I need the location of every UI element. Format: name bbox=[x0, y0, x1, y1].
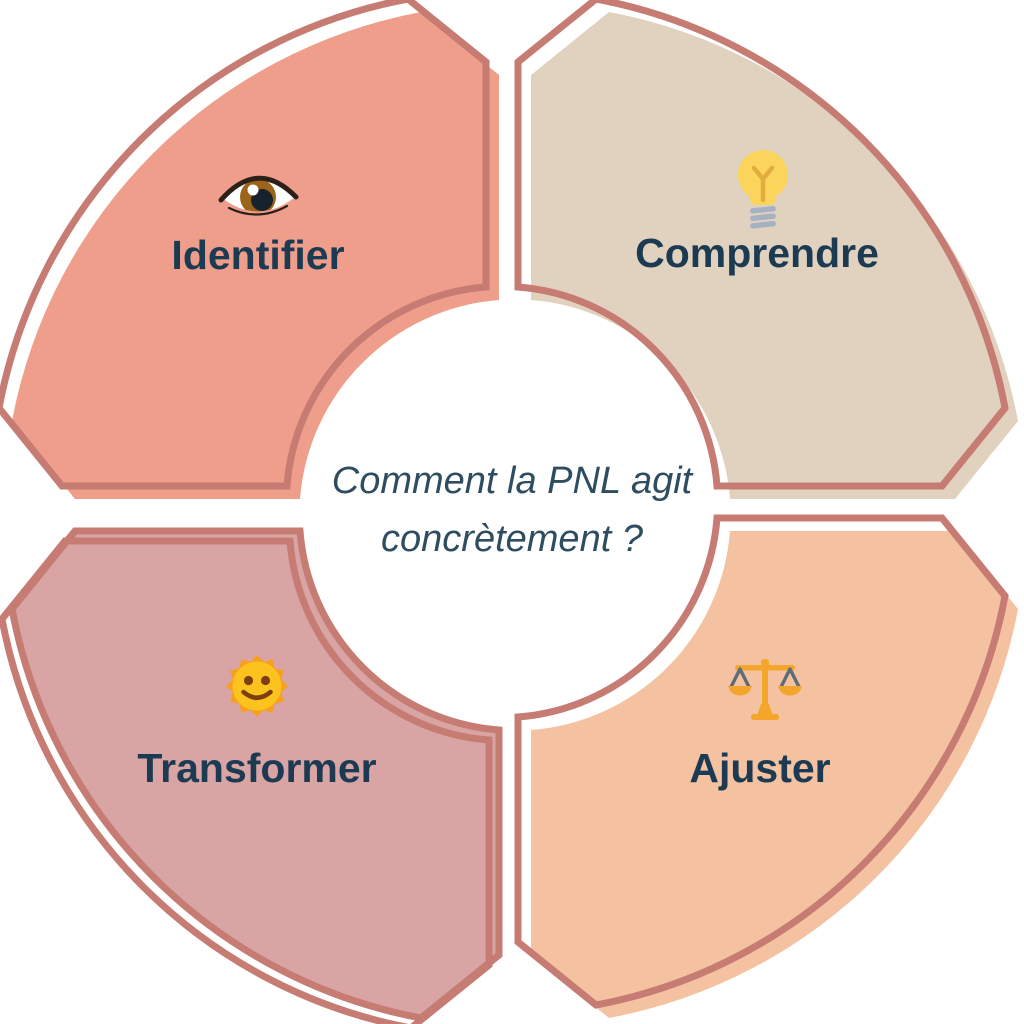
quadrant-top-right-outline bbox=[514, 0, 1009, 490]
quadrant-bottom-left-shape bbox=[8, 527, 503, 1022]
quadrant-bottom-right-outline bbox=[514, 514, 1009, 1009]
quadrant-top-right-shape bbox=[531, 12, 1018, 499]
balance-scale-icon bbox=[728, 659, 802, 720]
quadrant-label-comprendre: Comprendre bbox=[635, 230, 879, 276]
lightbulb-icon bbox=[738, 150, 788, 229]
quadrant-label-transformer: Transformer bbox=[137, 745, 377, 791]
center-question-line1: Comment la PNL agit bbox=[331, 460, 693, 502]
quadrant-top-left-outline bbox=[0, 0, 490, 490]
quadrant-top-left-shape bbox=[12, 12, 499, 499]
center-question-line2: concrètement ? bbox=[381, 518, 643, 560]
quadrant-label-identifier: Identifier bbox=[171, 232, 345, 278]
sun-face-icon bbox=[226, 655, 288, 717]
quadrant-fills bbox=[8, 12, 1018, 1022]
quadrant-bottom-right-shape bbox=[531, 531, 1018, 1018]
quadrant-label-ajuster: Ajuster bbox=[689, 745, 831, 791]
quadrant-bottom-left-outline bbox=[0, 537, 493, 1024]
center-question: Comment la PNL agit concrètement ? bbox=[0, 452, 1024, 568]
eye-icon bbox=[218, 175, 299, 216]
